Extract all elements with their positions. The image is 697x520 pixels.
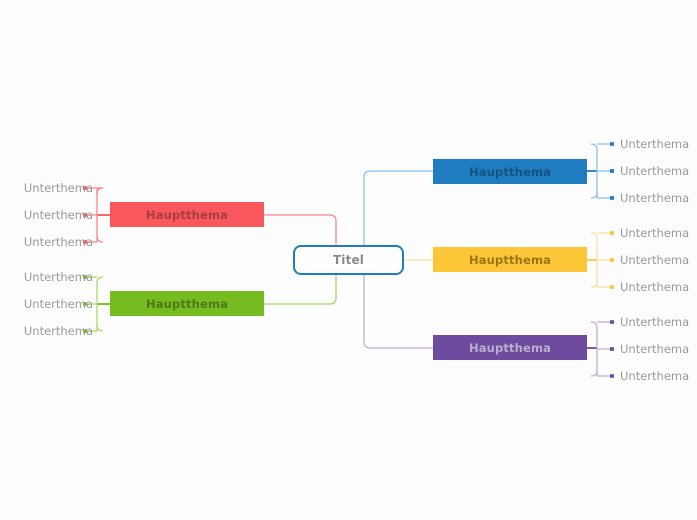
main-node-red[interactable]: Hauptthema — [110, 202, 264, 227]
dot-blue-child-3 — [610, 196, 614, 200]
sub-node-blue-2[interactable]: Unterthema — [620, 164, 690, 178]
wire-yellow-corner-top — [590, 232, 598, 240]
sub-node-purple-1[interactable]: Unterthema — [620, 315, 690, 329]
sub-node-yellow-2[interactable]: Unterthema — [620, 253, 690, 267]
dot-red-child-2 — [83, 213, 87, 217]
sub-node-red-3[interactable]: Unterthema — [23, 235, 93, 249]
main-node-purple[interactable]: Hauptthema — [433, 335, 587, 360]
sub-node-green-2[interactable]: Unterthema — [23, 297, 93, 311]
sub-node-green-3[interactable]: Unterthema — [23, 324, 93, 338]
wire-root-to-purple — [363, 265, 433, 349]
wire-yellow-corner-bottom — [590, 280, 598, 288]
wire-green-corner-top — [96, 276, 104, 284]
sub-node-purple-3[interactable]: Unterthema — [620, 369, 690, 383]
connector-group-purple — [363, 265, 614, 378]
sub-node-purple-2[interactable]: Unterthema — [620, 342, 690, 356]
wire-red-corner-top — [96, 187, 104, 195]
sub-node-blue-1[interactable]: Unterthema — [620, 137, 690, 151]
wire-purple-corner-top — [590, 321, 598, 329]
dot-blue-child-1 — [610, 142, 614, 146]
wire-blue-corner-top — [590, 143, 598, 151]
dot-green-child-3 — [83, 329, 87, 333]
dot-blue-child-2 — [610, 169, 614, 173]
sub-node-blue-3[interactable]: Unterthema — [620, 191, 690, 205]
wire-purple-corner-bottom — [590, 369, 598, 377]
dot-purple-child-2 — [610, 347, 614, 351]
main-node-green[interactable]: Hauptthema — [110, 291, 264, 316]
dot-red-child-1 — [83, 186, 87, 190]
main-node-yellow[interactable]: Hauptthema — [433, 247, 587, 272]
dot-purple-child-1 — [610, 320, 614, 324]
sub-node-red-1[interactable]: Unterthema — [23, 181, 93, 195]
sub-node-yellow-1[interactable]: Unterthema — [620, 226, 690, 240]
dot-yellow-child-1 — [610, 231, 614, 235]
dot-green-child-2 — [83, 302, 87, 306]
dot-yellow-child-2 — [610, 258, 614, 262]
wire-blue-corner-bottom — [590, 191, 598, 199]
main-node-blue[interactable]: Hauptthema — [433, 159, 587, 184]
connector-group-yellow — [404, 231, 614, 289]
sub-node-yellow-3[interactable]: Unterthema — [620, 280, 690, 294]
dot-green-child-1 — [83, 275, 87, 279]
dot-yellow-child-3 — [610, 285, 614, 289]
dot-purple-child-3 — [610, 374, 614, 378]
dot-red-child-3 — [83, 240, 87, 244]
wire-red-corner-bottom — [96, 235, 104, 243]
sub-node-green-1[interactable]: Unterthema — [23, 270, 93, 284]
wire-green-corner-bottom — [96, 324, 104, 332]
wire-root-to-blue — [363, 170, 433, 256]
root-node-titel[interactable]: Titel — [293, 245, 404, 275]
sub-node-red-2[interactable]: Unterthema — [23, 208, 93, 222]
